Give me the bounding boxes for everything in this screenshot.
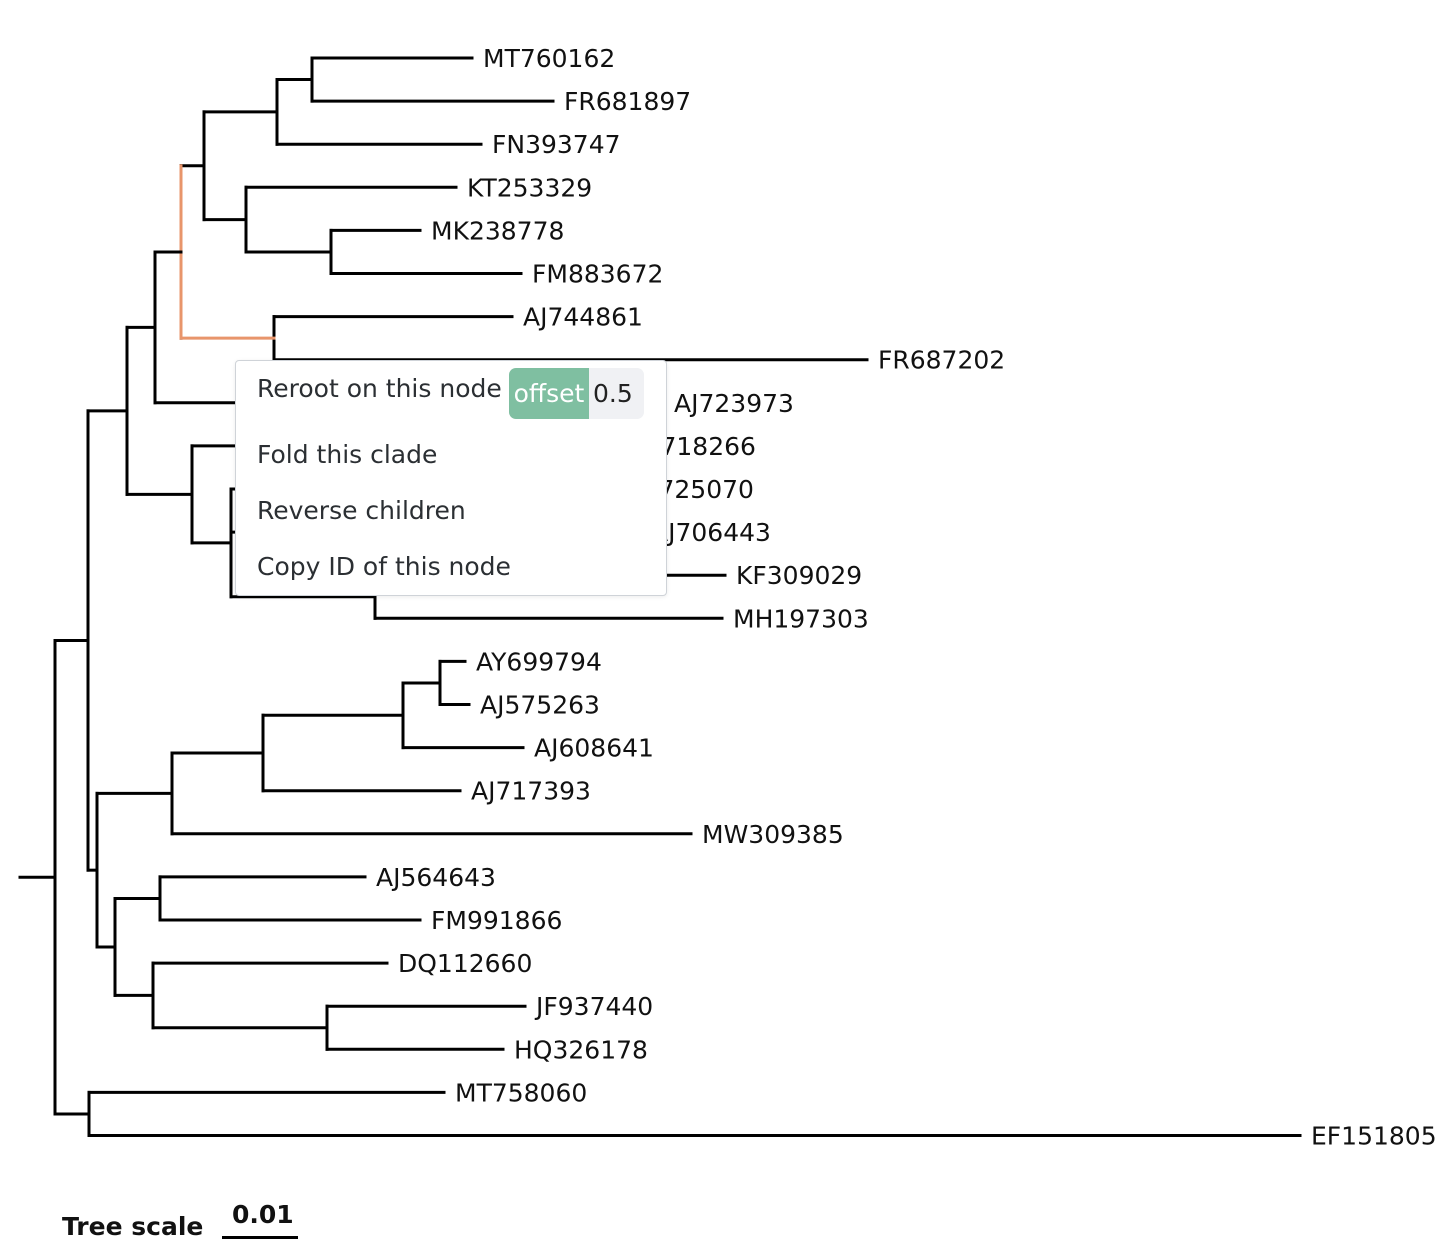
leaf-label[interactable]: AJ723973 <box>674 389 794 418</box>
leaf-label[interactable]: MT758060 <box>455 1078 587 1107</box>
copy-node-id-menu-item[interactable]: Copy ID of this node <box>257 552 511 581</box>
leaf-label[interactable]: JF937440 <box>534 992 653 1021</box>
leaf-label[interactable]: FM883672 <box>532 260 663 289</box>
leaf-label[interactable]: FR687202 <box>878 346 1005 375</box>
leaf-label[interactable]: MW309385 <box>702 820 844 849</box>
node-context-menu: Reroot on this node offset Fold this cla… <box>235 360 667 596</box>
leaf-label[interactable]: KF309029 <box>736 561 862 590</box>
leaf-label[interactable]: FR681897 <box>564 87 691 116</box>
leaf-label[interactable]: KT253329 <box>467 173 592 202</box>
leaf-label[interactable]: HQ326178 <box>514 1035 648 1064</box>
leaf-label[interactable]: AY699794 <box>476 647 602 676</box>
leaf-label[interactable]: AJ717393 <box>471 777 591 806</box>
reverse-children-menu-item[interactable]: Reverse children <box>257 496 466 525</box>
offset-label: offset <box>509 368 589 419</box>
leaf-label[interactable]: AJ575263 <box>480 691 600 720</box>
leaf-label[interactable]: AJ608641 <box>534 734 654 763</box>
leaf-label[interactable]: AJ706443 <box>651 518 771 547</box>
leaf-label[interactable]: AJ744861 <box>523 303 643 332</box>
tree-scale-label: Tree scale <box>62 1212 204 1241</box>
leaf-label[interactable]: AJ564643 <box>376 863 496 892</box>
offset-input[interactable] <box>589 368 644 419</box>
tree-scale-value: 0.01 <box>232 1200 294 1229</box>
leaf-label[interactable]: MK238778 <box>431 216 564 245</box>
leaf-label[interactable]: FN393747 <box>492 130 621 159</box>
reroot-menu-item[interactable]: Reroot on this node <box>257 374 502 403</box>
leaf-label[interactable]: MH197303 <box>733 604 869 633</box>
tree-scale-bar <box>222 1236 298 1239</box>
leaf-label[interactable]: FM991866 <box>431 906 562 935</box>
phylogenetic-tree: MT760162FR681897FN393747KT253329MK238778… <box>18 44 1437 1151</box>
fold-clade-menu-item[interactable]: Fold this clade <box>257 440 438 469</box>
leaf-label[interactable]: EF151805 <box>1311 1122 1437 1151</box>
leaf-label[interactable]: DQ112660 <box>398 949 532 978</box>
leaf-label[interactable]: MT760162 <box>483 44 615 73</box>
